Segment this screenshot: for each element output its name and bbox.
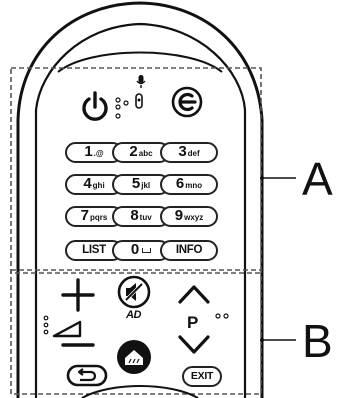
microphone-icon [136, 75, 146, 88]
input-source-icon [178, 92, 197, 112]
info-button[interactable]: INFO [160, 240, 218, 261]
mute-icon [123, 281, 145, 303]
space-icon [142, 248, 152, 253]
list-button[interactable]: LIST [65, 240, 123, 261]
volume-up-button[interactable] [58, 276, 98, 316]
key-0[interactable]: 0 [112, 240, 170, 261]
plus-icon [61, 278, 95, 312]
back-button[interactable] [66, 364, 108, 388]
region-a-box [10, 67, 262, 274]
channel-down-button[interactable] [176, 333, 212, 357]
mute-button[interactable] [116, 274, 152, 310]
remote-bottom-arc [81, 385, 199, 398]
region-b-box [10, 269, 262, 395]
volume-down-button[interactable] [58, 338, 98, 352]
channel-label: P [187, 313, 199, 332]
power-icon [82, 91, 108, 121]
home-button[interactable] [115, 338, 153, 376]
chevron-down-icon [178, 335, 210, 354]
power-button[interactable] [78, 90, 112, 124]
callout-a-label: A [302, 153, 333, 205]
chevron-up-icon [178, 285, 210, 304]
remote-outer-outline [16, 1, 264, 398]
channel-indicator-dots [215, 313, 229, 319]
channel-up-button[interactable] [176, 282, 212, 306]
audio-description-label: AD [126, 309, 141, 321]
indicator-dots [115, 93, 143, 119]
remote-inner-outline [34, 22, 247, 398]
back-arrow-icon [77, 368, 97, 382]
volume-indicator [43, 315, 82, 338]
callout-b-label: B [302, 315, 333, 367]
input-button[interactable] [171, 86, 203, 118]
home-icon [125, 350, 143, 365]
remote-top-lip [57, 51, 223, 73]
exit-button[interactable]: EXIT [182, 366, 222, 387]
